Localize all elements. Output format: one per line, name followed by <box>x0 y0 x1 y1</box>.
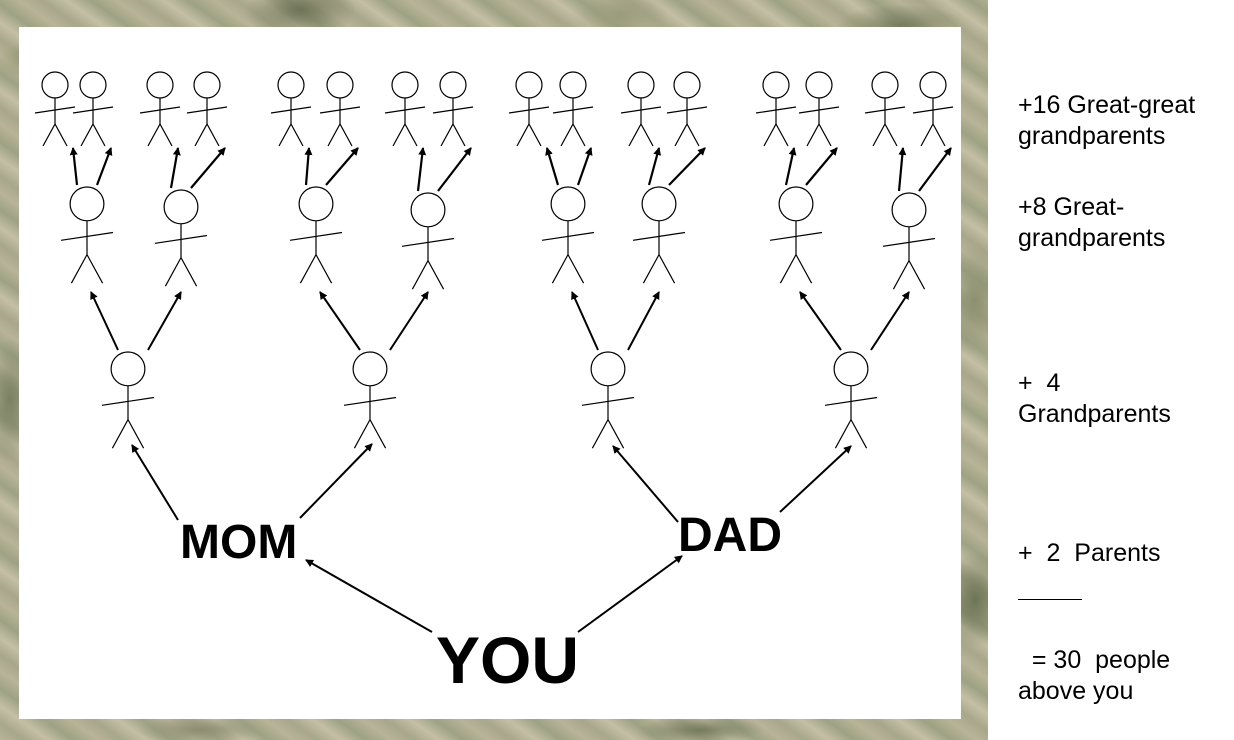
arrow-to-great-great-grandparent <box>97 148 111 185</box>
arrow-to-great-grandparent <box>572 292 598 350</box>
great-great-grandparent-figure-15 <box>865 72 905 146</box>
great-great-grandparents-count: +16 Great-great grandparents <box>1018 90 1195 152</box>
grand-line2: Grandparents <box>1018 399 1171 430</box>
great-great-grandparent-figure-5 <box>271 72 311 146</box>
arrow-mom-to-grandparent <box>132 445 178 520</box>
grandparents-count: + 4 Grandparents <box>1018 368 1171 430</box>
arrow-to-great-great-grandparent <box>919 148 951 191</box>
total-count: = 30 people above you <box>1018 645 1170 707</box>
arrow-to-great-grandparent <box>628 292 659 350</box>
great-great-line2: grandparents <box>1018 121 1195 152</box>
great-great-grandparent-figure-2 <box>73 72 113 146</box>
great-great-grandparent-figure-16 <box>913 72 953 146</box>
arrow-you-to-mom <box>306 560 432 632</box>
grandparent-figure-4 <box>825 352 877 448</box>
arrow-to-great-grandparent <box>871 292 909 350</box>
great-great-grandparent-figure-14 <box>799 72 839 146</box>
arrow-to-great-grandparent <box>800 292 841 350</box>
mom-label: MOM <box>180 515 297 570</box>
great-grandparent-figure-5 <box>542 187 594 283</box>
great-great-grandparent-figure-1 <box>35 72 75 146</box>
grandparent-figure-2 <box>344 352 396 448</box>
arrow-to-great-great-grandparent <box>649 148 659 185</box>
great-great-grandparent-figure-8 <box>433 72 473 146</box>
arrow-dad-to-grandparent <box>780 446 851 512</box>
great-great-grandparent-figure-10 <box>553 72 593 146</box>
arrow-to-great-great-grandparent <box>171 148 178 188</box>
arrow-to-great-grandparent <box>390 292 428 350</box>
arrow-to-great-great-grandparent <box>806 148 837 185</box>
great-great-grandparent-figure-11 <box>621 72 661 146</box>
great-grandparent-figure-4 <box>402 193 454 289</box>
great-great-grandparent-figure-3 <box>140 72 180 146</box>
great-great-grandparent-figure-12 <box>667 72 707 146</box>
arrow-to-great-great-grandparent <box>578 148 591 185</box>
great-grandparent-figure-3 <box>290 187 342 283</box>
arrow-to-great-great-grandparent <box>786 148 794 185</box>
grandparent-figure-1 <box>102 352 154 448</box>
arrow-you-to-dad <box>578 556 682 632</box>
parents-count: + 2 Parents <box>1018 538 1160 569</box>
grandparent-figure-3 <box>582 352 634 448</box>
arrow-to-great-grandparent <box>320 292 360 350</box>
parents-line: + 2 Parents <box>1018 538 1160 569</box>
arrow-to-great-great-grandparent <box>191 148 225 188</box>
sum-rule <box>1018 599 1082 600</box>
great-grandparent-figure-8 <box>883 193 935 289</box>
great-great-grandparent-figure-13 <box>756 72 796 146</box>
great-line2: grandparents <box>1018 223 1165 254</box>
great-line1: +8 Great- <box>1018 192 1165 223</box>
you-label: YOU <box>436 622 579 698</box>
great-grandparent-figure-2 <box>155 190 207 286</box>
arrow-to-great-great-grandparent <box>73 148 77 185</box>
great-great-grandparent-figure-9 <box>509 72 549 146</box>
great-great-grandparent-figure-4 <box>187 72 227 146</box>
great-grandparent-figure-6 <box>633 187 685 283</box>
dad-label: DAD <box>678 508 782 563</box>
total-line1: = 30 people <box>1018 645 1170 676</box>
arrow-to-great-great-grandparent <box>326 148 358 185</box>
arrow-dad-to-grandparent <box>613 446 678 522</box>
grand-line1: + 4 <box>1018 368 1171 399</box>
great-grandparent-figure-1 <box>61 187 113 283</box>
arrow-to-great-great-grandparent <box>669 148 705 185</box>
arrow-to-great-great-grandparent <box>306 148 309 185</box>
arrow-to-great-great-grandparent <box>899 148 903 191</box>
arrow-to-great-grandparent <box>148 292 181 350</box>
great-great-line1: +16 Great-great <box>1018 90 1195 121</box>
arrow-to-great-great-grandparent <box>418 148 423 191</box>
arrow-to-great-great-grandparent <box>547 148 558 185</box>
great-great-grandparent-figure-7 <box>385 72 425 146</box>
great-grandparent-figure-7 <box>770 187 822 283</box>
great-great-grandparent-figure-6 <box>320 72 360 146</box>
arrow-to-great-grandparent <box>91 292 118 350</box>
great-grandparents-count: +8 Great- grandparents <box>1018 192 1165 254</box>
arrow-mom-to-grandparent <box>300 444 372 518</box>
total-line2: above you <box>1018 676 1170 707</box>
arrow-to-great-great-grandparent <box>438 148 471 191</box>
